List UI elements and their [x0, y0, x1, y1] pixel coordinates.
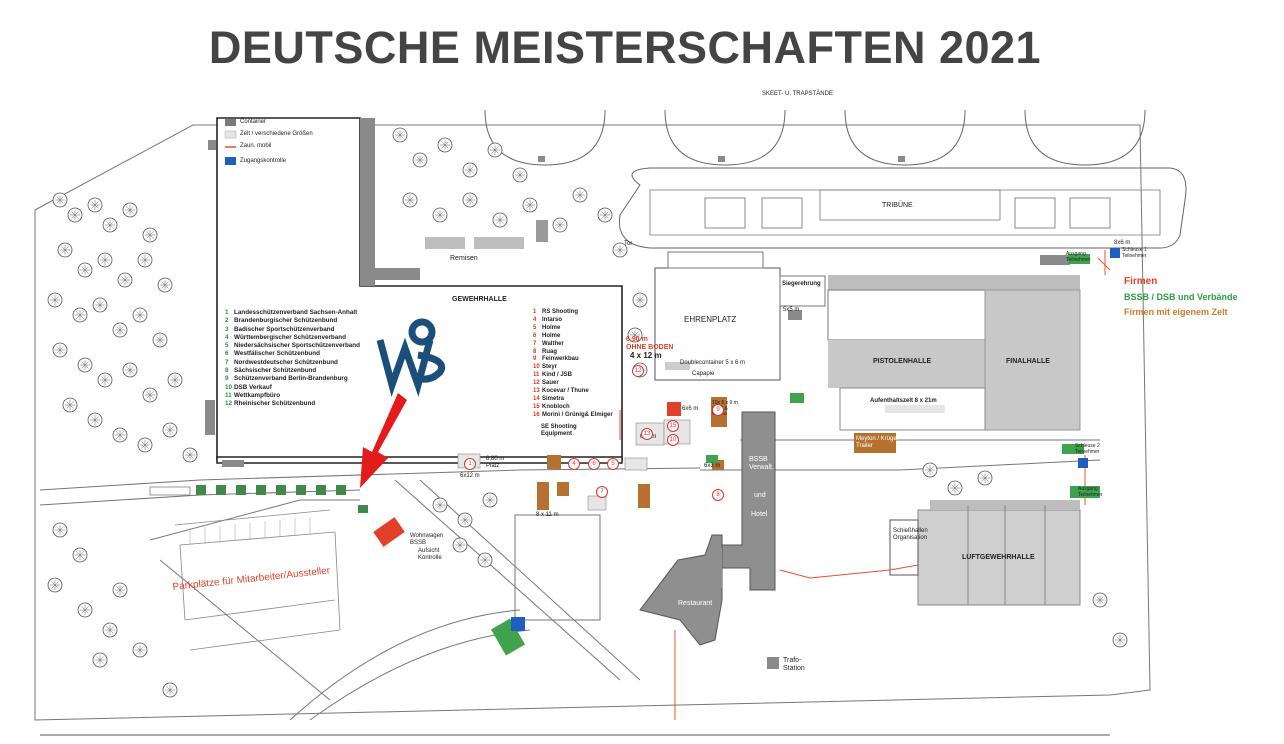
- ausgang-teilnehmer-label: Ausgang Teilnehmer: [1066, 251, 1091, 263]
- stand-marker: 12: [632, 365, 644, 377]
- stand-marker: 9: [712, 404, 724, 416]
- size-label: 8x6 m: [1114, 240, 1131, 246]
- schleuse2-label: Schleuse 2 Teilnehmer: [1075, 443, 1100, 455]
- meyton-label: Meyton / Krüger Trailer: [856, 436, 899, 449]
- hotel-label: Hotel: [751, 511, 768, 518]
- stand-marker: 5: [607, 458, 619, 470]
- gewehrhalle-title: GEWEHRHALLE: [452, 296, 507, 303]
- key-verbaende: BSSB / DSB und Verbände: [1124, 292, 1238, 302]
- wsb-logo: [376, 318, 446, 397]
- size-label: 8 x 11 m: [536, 512, 559, 518]
- size-label: 6x3 m: [704, 463, 721, 469]
- stand-marker: 15: [667, 420, 679, 432]
- tent-note: 6,90 m OHNE BODEN: [626, 336, 674, 351]
- ausgang2-label: Ausgang Teilnehmer: [1078, 486, 1103, 498]
- page-title: DEUTSCHE MEISTERSCHAFTEN 2021: [208, 22, 1042, 73]
- stand-marker: 7: [596, 486, 608, 498]
- aufenthaltszelt-label: Aufenthaltszelt 8 x 21m: [870, 398, 937, 404]
- bssb-verwalt-label: BSSB Verwalt.: [749, 456, 774, 471]
- se-shooting-label: SE Shooting Equipment: [541, 424, 577, 437]
- stand-marker: 1: [464, 458, 476, 470]
- siegerehrung-label: Siegerehrung: [782, 281, 821, 287]
- legend-fence: Zaun. mobil: [240, 143, 272, 149]
- key-eigenes-zelt: Firmen mit eigenem Zelt: [1124, 307, 1228, 317]
- size-label: 6x6 m: [682, 406, 699, 412]
- skeet-label: SKEET- U. TRAPSTÄNDE: [762, 91, 833, 97]
- aufsicht-label: Aufsicht Kontrolle: [418, 548, 442, 561]
- tent-size: 4 x 12 m: [630, 351, 662, 360]
- ehrenplatz-label: EHRENPLATZ: [684, 315, 737, 324]
- stand-marker: 8: [712, 489, 724, 501]
- stand-marker: 4: [568, 458, 580, 470]
- luftgewehrhalle-label: LUFTGEWEHRHALLE: [962, 554, 1035, 561]
- stand-marker: 6: [588, 458, 600, 470]
- size-5x5-label: 5x5 m: [783, 307, 800, 313]
- stand-marker: 10: [667, 434, 679, 446]
- tribuene-label: TRIBÜNE: [882, 202, 913, 209]
- schiesshallen-label: Schießhallen Organisation: [893, 528, 928, 541]
- doublecontainer-label: Doublecontainer 5 x 6 m: [680, 360, 746, 366]
- finalhalle-label: FINALHALLE: [1006, 358, 1050, 365]
- legend-access-control: Zugangskontrolle: [240, 158, 287, 164]
- restaurant-label: Restaurant: [678, 600, 713, 607]
- tor-label: Tor: [624, 241, 633, 247]
- und-label: und: [754, 492, 766, 499]
- trafo-label: Trafo- Station: [783, 657, 805, 672]
- remisen-label: Remisen: [450, 255, 478, 262]
- size-label: 6x12 m: [460, 473, 480, 479]
- legend-tent: Zelt / verschiedene Größen: [240, 131, 313, 137]
- pistolenhalle-label: PISTOLENHALLE: [873, 358, 932, 365]
- legend-container: Container: [240, 119, 267, 125]
- stand-marker: 13: [641, 428, 653, 440]
- wohnwagen-label: Wohnwagen BSSB: [410, 533, 444, 546]
- schleuse1-label: Schleuse 1 Teilnehmer: [1122, 247, 1147, 259]
- platz-label: 6,80 m Platz: [486, 456, 505, 469]
- capapie-label: Capapie: [692, 371, 715, 377]
- key-firmen: Firmen: [1124, 276, 1158, 287]
